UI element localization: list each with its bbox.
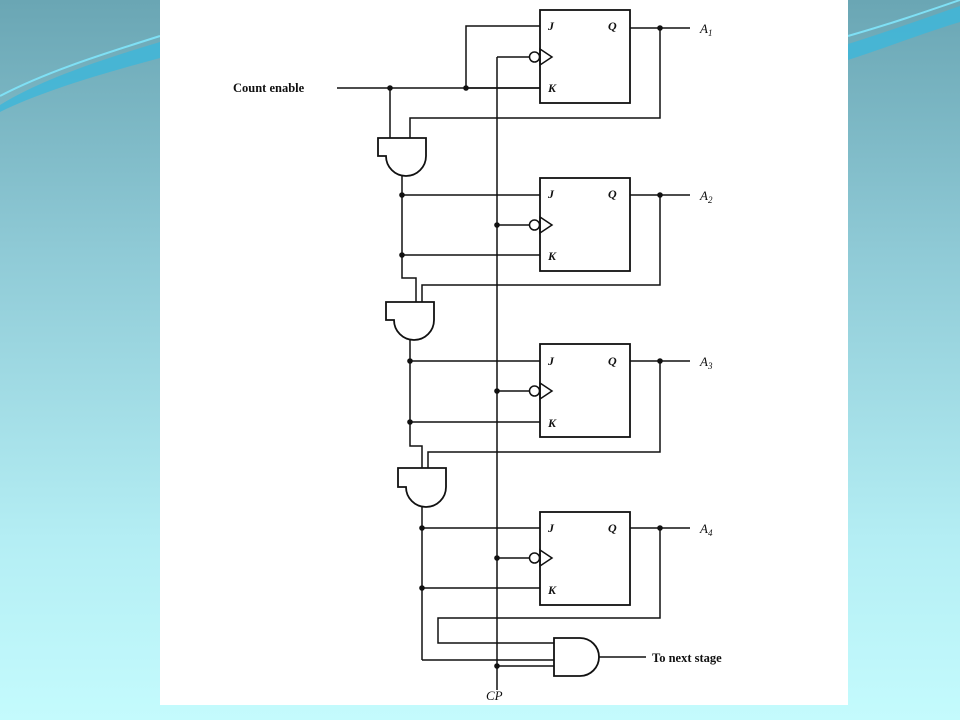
counter-circuit-diagram: Count enable CP J K Q A1 — [233, 9, 722, 703]
pin-q-label: Q — [608, 354, 617, 368]
to-next-stage-label: To next stage — [652, 651, 722, 665]
pin-j-label: J — [547, 187, 555, 201]
flip-flop-box — [539, 511, 631, 606]
flip-flop-box — [539, 343, 631, 438]
wire-gate1-to-gate2 — [401, 255, 417, 302]
pin-q-label: Q — [608, 187, 617, 201]
pin-q-label: Q — [608, 19, 617, 33]
jk-flip-flop-2: J K Q — [528, 177, 631, 272]
feedback-a4-to-gate4 — [437, 528, 661, 644]
pin-q-label: Q — [608, 521, 617, 535]
output-label-a1: A1 — [699, 21, 712, 38]
pin-k-label: K — [547, 249, 557, 263]
jk-flip-flop-1: J K Q — [528, 9, 631, 104]
feedback-a2-to-gate2 — [421, 195, 661, 302]
output-label-a3: A3 — [699, 354, 713, 371]
jk-flip-flop-4: J K Q — [528, 511, 631, 606]
and-gate-2 — [385, 301, 435, 341]
pin-j-label: J — [547, 19, 555, 33]
clock-inversion-bubble — [528, 385, 541, 397]
clock-inversion-bubble — [528, 552, 541, 564]
and-gate-3 — [397, 467, 447, 508]
output-label-a4: A4 — [699, 521, 713, 538]
count-enable-label: Count enable — [233, 81, 305, 95]
decorative-swoosh-left-thin — [0, 35, 161, 97]
flip-flop-box — [539, 177, 631, 272]
and-gate-1 — [377, 137, 427, 177]
pin-j-label: J — [547, 521, 555, 535]
flip-flop-box — [539, 9, 631, 104]
decorative-swoosh-right — [848, 6, 960, 60]
feedback-a3-to-gate3 — [427, 361, 661, 468]
decorative-swoosh-right-thin — [847, 0, 960, 37]
and-gate-4 — [553, 637, 600, 677]
jk-flip-flop-3: J K Q — [528, 343, 631, 438]
clock-inversion-bubble — [528, 51, 541, 63]
wire-j1 — [465, 25, 540, 88]
figure-panel: Count enable CP J K Q A1 — [160, 0, 848, 705]
pin-k-label: K — [547, 81, 557, 95]
decorative-swoosh-left — [0, 42, 160, 112]
clock-inversion-bubble — [528, 219, 541, 231]
output-label-a2: A2 — [699, 188, 713, 205]
pin-k-label: K — [547, 416, 557, 430]
pin-k-label: K — [547, 583, 557, 597]
pin-j-label: J — [547, 354, 555, 368]
wire-gate2-to-gate3 — [409, 422, 423, 468]
feedback-a1-to-gate1 — [409, 28, 661, 138]
clock-label: CP — [486, 688, 503, 703]
